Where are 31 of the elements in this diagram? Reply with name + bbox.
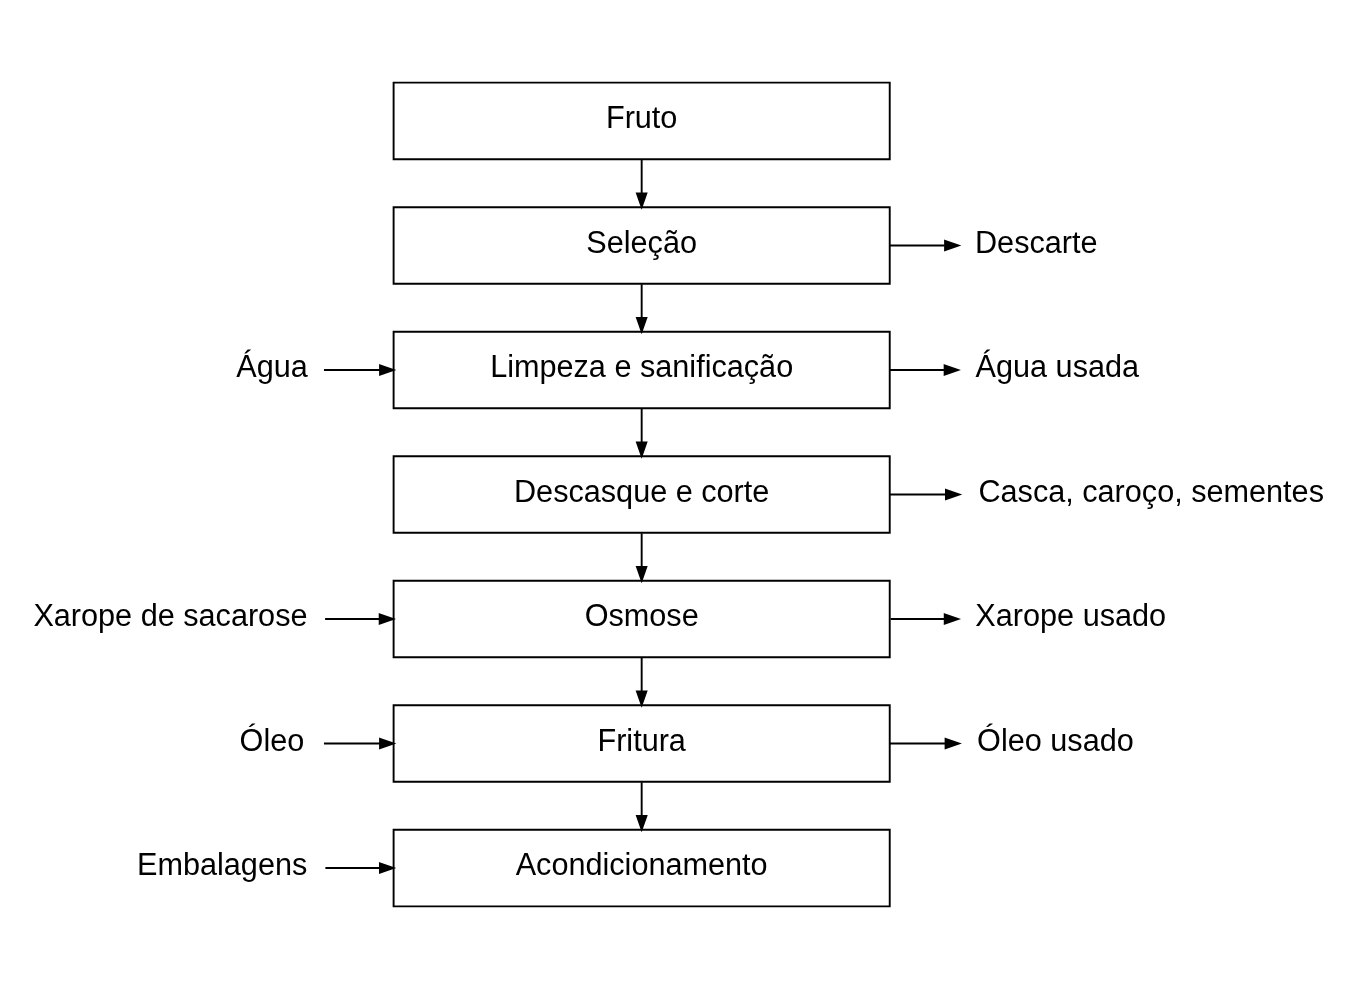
arrow xyxy=(635,407,648,459)
node-box: Limpeza e sanificação xyxy=(392,330,891,410)
arrow xyxy=(888,239,962,252)
node-box: Acondicionamento xyxy=(392,828,891,908)
arrow xyxy=(635,656,648,708)
node-box: Fritura xyxy=(392,704,891,783)
node-text: Descarte xyxy=(974,224,1098,259)
arrow xyxy=(889,612,962,626)
node-text: Óleo usado xyxy=(977,722,1134,757)
node-text: Embalagens xyxy=(137,847,308,882)
node-text: Água xyxy=(236,349,308,384)
node-box: Fruto xyxy=(392,81,891,161)
node-text: Casca, caroço, sementes xyxy=(978,473,1324,508)
arrow xyxy=(635,283,648,335)
arrow xyxy=(323,363,397,377)
node-text: Óleo xyxy=(239,722,305,757)
arrow xyxy=(324,612,396,626)
node-text: Água usada xyxy=(975,349,1140,384)
arrow xyxy=(635,158,648,210)
arrow xyxy=(888,737,962,750)
node-text: Xarope usado xyxy=(975,598,1167,633)
node-box: Osmose xyxy=(392,579,891,659)
arrow xyxy=(889,488,963,501)
arrow xyxy=(323,737,397,750)
arrow xyxy=(635,781,648,833)
node-box: Seleção xyxy=(392,206,891,285)
arrow xyxy=(324,861,397,875)
node-text: Xarope de sacarose xyxy=(33,598,308,633)
arrow xyxy=(635,532,648,584)
arrow xyxy=(889,363,961,377)
node-box: Descasque e corte xyxy=(392,455,891,534)
